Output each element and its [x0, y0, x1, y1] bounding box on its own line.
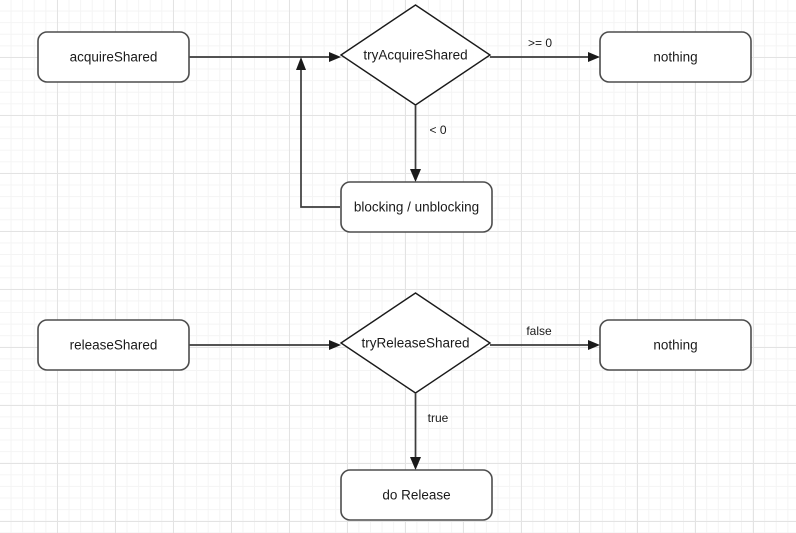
arrowhead-acquire-to-try [329, 52, 341, 62]
edge-try-release-to-do-release: true [410, 393, 449, 470]
edge-release-to-try [189, 340, 341, 350]
node-try-acquire-shared-label: tryAcquireShared [363, 48, 467, 63]
node-try-release-shared-shape[interactable] [339, 292, 492, 394]
node-release-nothing-label: nothing [653, 338, 697, 353]
edge-label-release-false: false [526, 324, 552, 338]
node-acquire-shared-shape[interactable] [37, 31, 190, 83]
edge-try-acquire-to-blocking: < 0 [410, 105, 447, 182]
node-try-acquire-shared-shape[interactable] [339, 4, 492, 106]
node-release-nothing-shape[interactable] [599, 319, 752, 371]
node-acquire-nothing-label: nothing [653, 50, 697, 65]
arrowhead-blocking-feedback [296, 57, 306, 70]
edge-blocking-feedback [296, 57, 340, 208]
arrowhead-try-acquire-to-blocking [410, 169, 421, 182]
arrowhead-try-release-to-do-release [410, 457, 421, 470]
node-try-release-shared-label: tryReleaseShared [361, 336, 469, 351]
node-try-acquire-shared[interactable]: tryAcquireShared [339, 4, 492, 106]
edge-try-acquire-to-nothing: >= 0 [490, 36, 600, 62]
node-acquire-shared[interactable]: acquireShared [37, 31, 190, 83]
node-release-shared-shape[interactable] [37, 319, 190, 371]
node-do-release-label: do Release [382, 488, 450, 503]
arrowhead-release-to-try [329, 340, 341, 350]
node-blocking-unblocking[interactable]: blocking / unblocking [340, 181, 493, 233]
node-blocking-unblocking-shape[interactable] [340, 181, 493, 233]
edge-try-release-to-nothing: false [490, 324, 600, 350]
node-release-nothing[interactable]: nothing [599, 319, 752, 371]
node-do-release-shape[interactable] [340, 469, 493, 521]
node-release-shared[interactable]: releaseShared [37, 319, 190, 371]
node-try-release-shared[interactable]: tryReleaseShared [339, 292, 492, 394]
arrowhead-try-release-to-nothing [588, 340, 600, 350]
node-do-release[interactable]: do Release [340, 469, 493, 521]
edge-label-acquire-ge-zero: >= 0 [528, 36, 552, 50]
edge-label-release-true: true [428, 411, 449, 425]
edge-line-blocking-feedback [300, 64, 340, 208]
node-acquire-nothing[interactable]: nothing [599, 31, 752, 83]
edge-acquire-to-try [189, 52, 341, 62]
node-acquire-shared-label: acquireShared [70, 50, 158, 65]
arrowhead-try-acquire-to-nothing [588, 52, 600, 62]
node-acquire-nothing-shape[interactable] [599, 31, 752, 83]
node-release-shared-label: releaseShared [70, 338, 158, 353]
node-blocking-unblocking-label: blocking / unblocking [354, 200, 479, 215]
edge-label-acquire-lt-zero: < 0 [429, 123, 446, 137]
